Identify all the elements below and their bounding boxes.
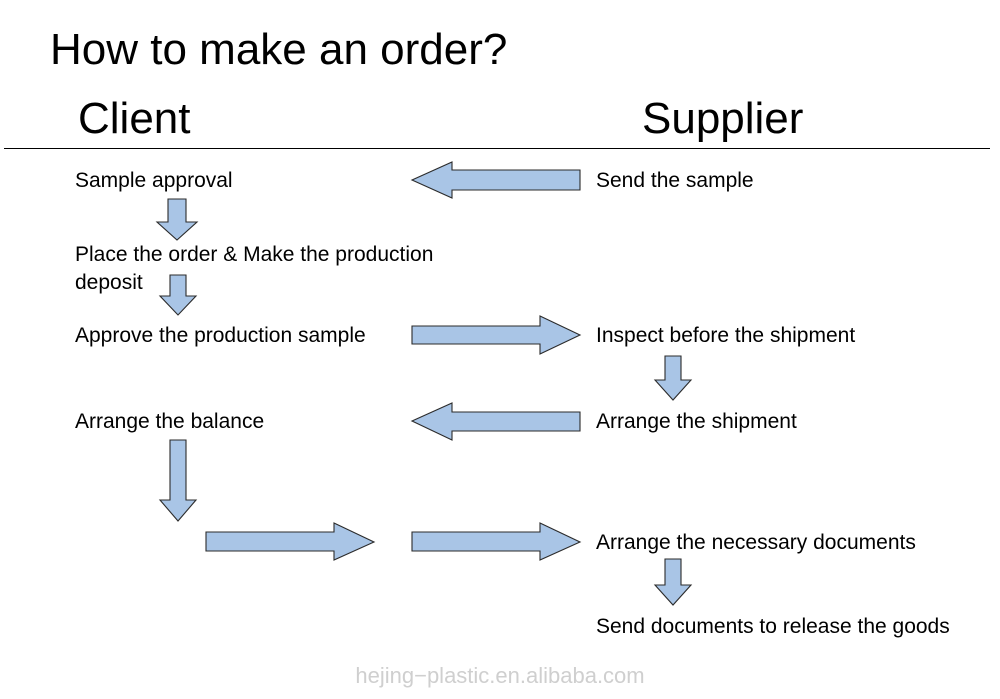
arrow-right-production-sample bbox=[411, 315, 582, 355]
arrow-down-balance-paid bbox=[158, 439, 198, 522]
page-title: How to make an order? bbox=[50, 25, 508, 74]
arrow-down-place-order bbox=[155, 198, 199, 241]
client-step-arrange-balance: Arrange the balance bbox=[75, 410, 265, 433]
header-divider bbox=[4, 148, 990, 149]
supplier-step-send-sample: Send the sample bbox=[596, 169, 754, 192]
supplier-step-inspect-before-shipment: Inspect before the shipment bbox=[596, 324, 856, 347]
arrow-down-send-documents bbox=[653, 558, 693, 606]
supplier-column-header: Supplier bbox=[642, 94, 804, 143]
client-step-approve-production-sample: Approve the production sample bbox=[75, 324, 366, 347]
supplier-step-arrange-shipment: Arrange the shipment bbox=[596, 410, 797, 433]
supplier-step-arrange-documents: Arrange the necessary documents bbox=[596, 531, 916, 554]
supplier-step-send-documents: Send documents to release the goods bbox=[596, 615, 950, 638]
arrow-down-approve-sample bbox=[158, 274, 198, 316]
arrow-left-sample bbox=[410, 161, 581, 199]
arrow-right-bottom-1 bbox=[205, 522, 376, 561]
arrow-down-arrange-shipment bbox=[653, 355, 693, 401]
client-column-header: Client bbox=[78, 94, 191, 143]
watermark: hejing−plastic.en.alibaba.com bbox=[355, 663, 645, 688]
arrow-left-balance bbox=[410, 402, 581, 441]
client-step-place-order: Place the order & Make the production de… bbox=[75, 243, 434, 294]
client-step-sample-approval: Sample approval bbox=[75, 169, 233, 192]
arrow-right-bottom-2 bbox=[411, 522, 582, 561]
